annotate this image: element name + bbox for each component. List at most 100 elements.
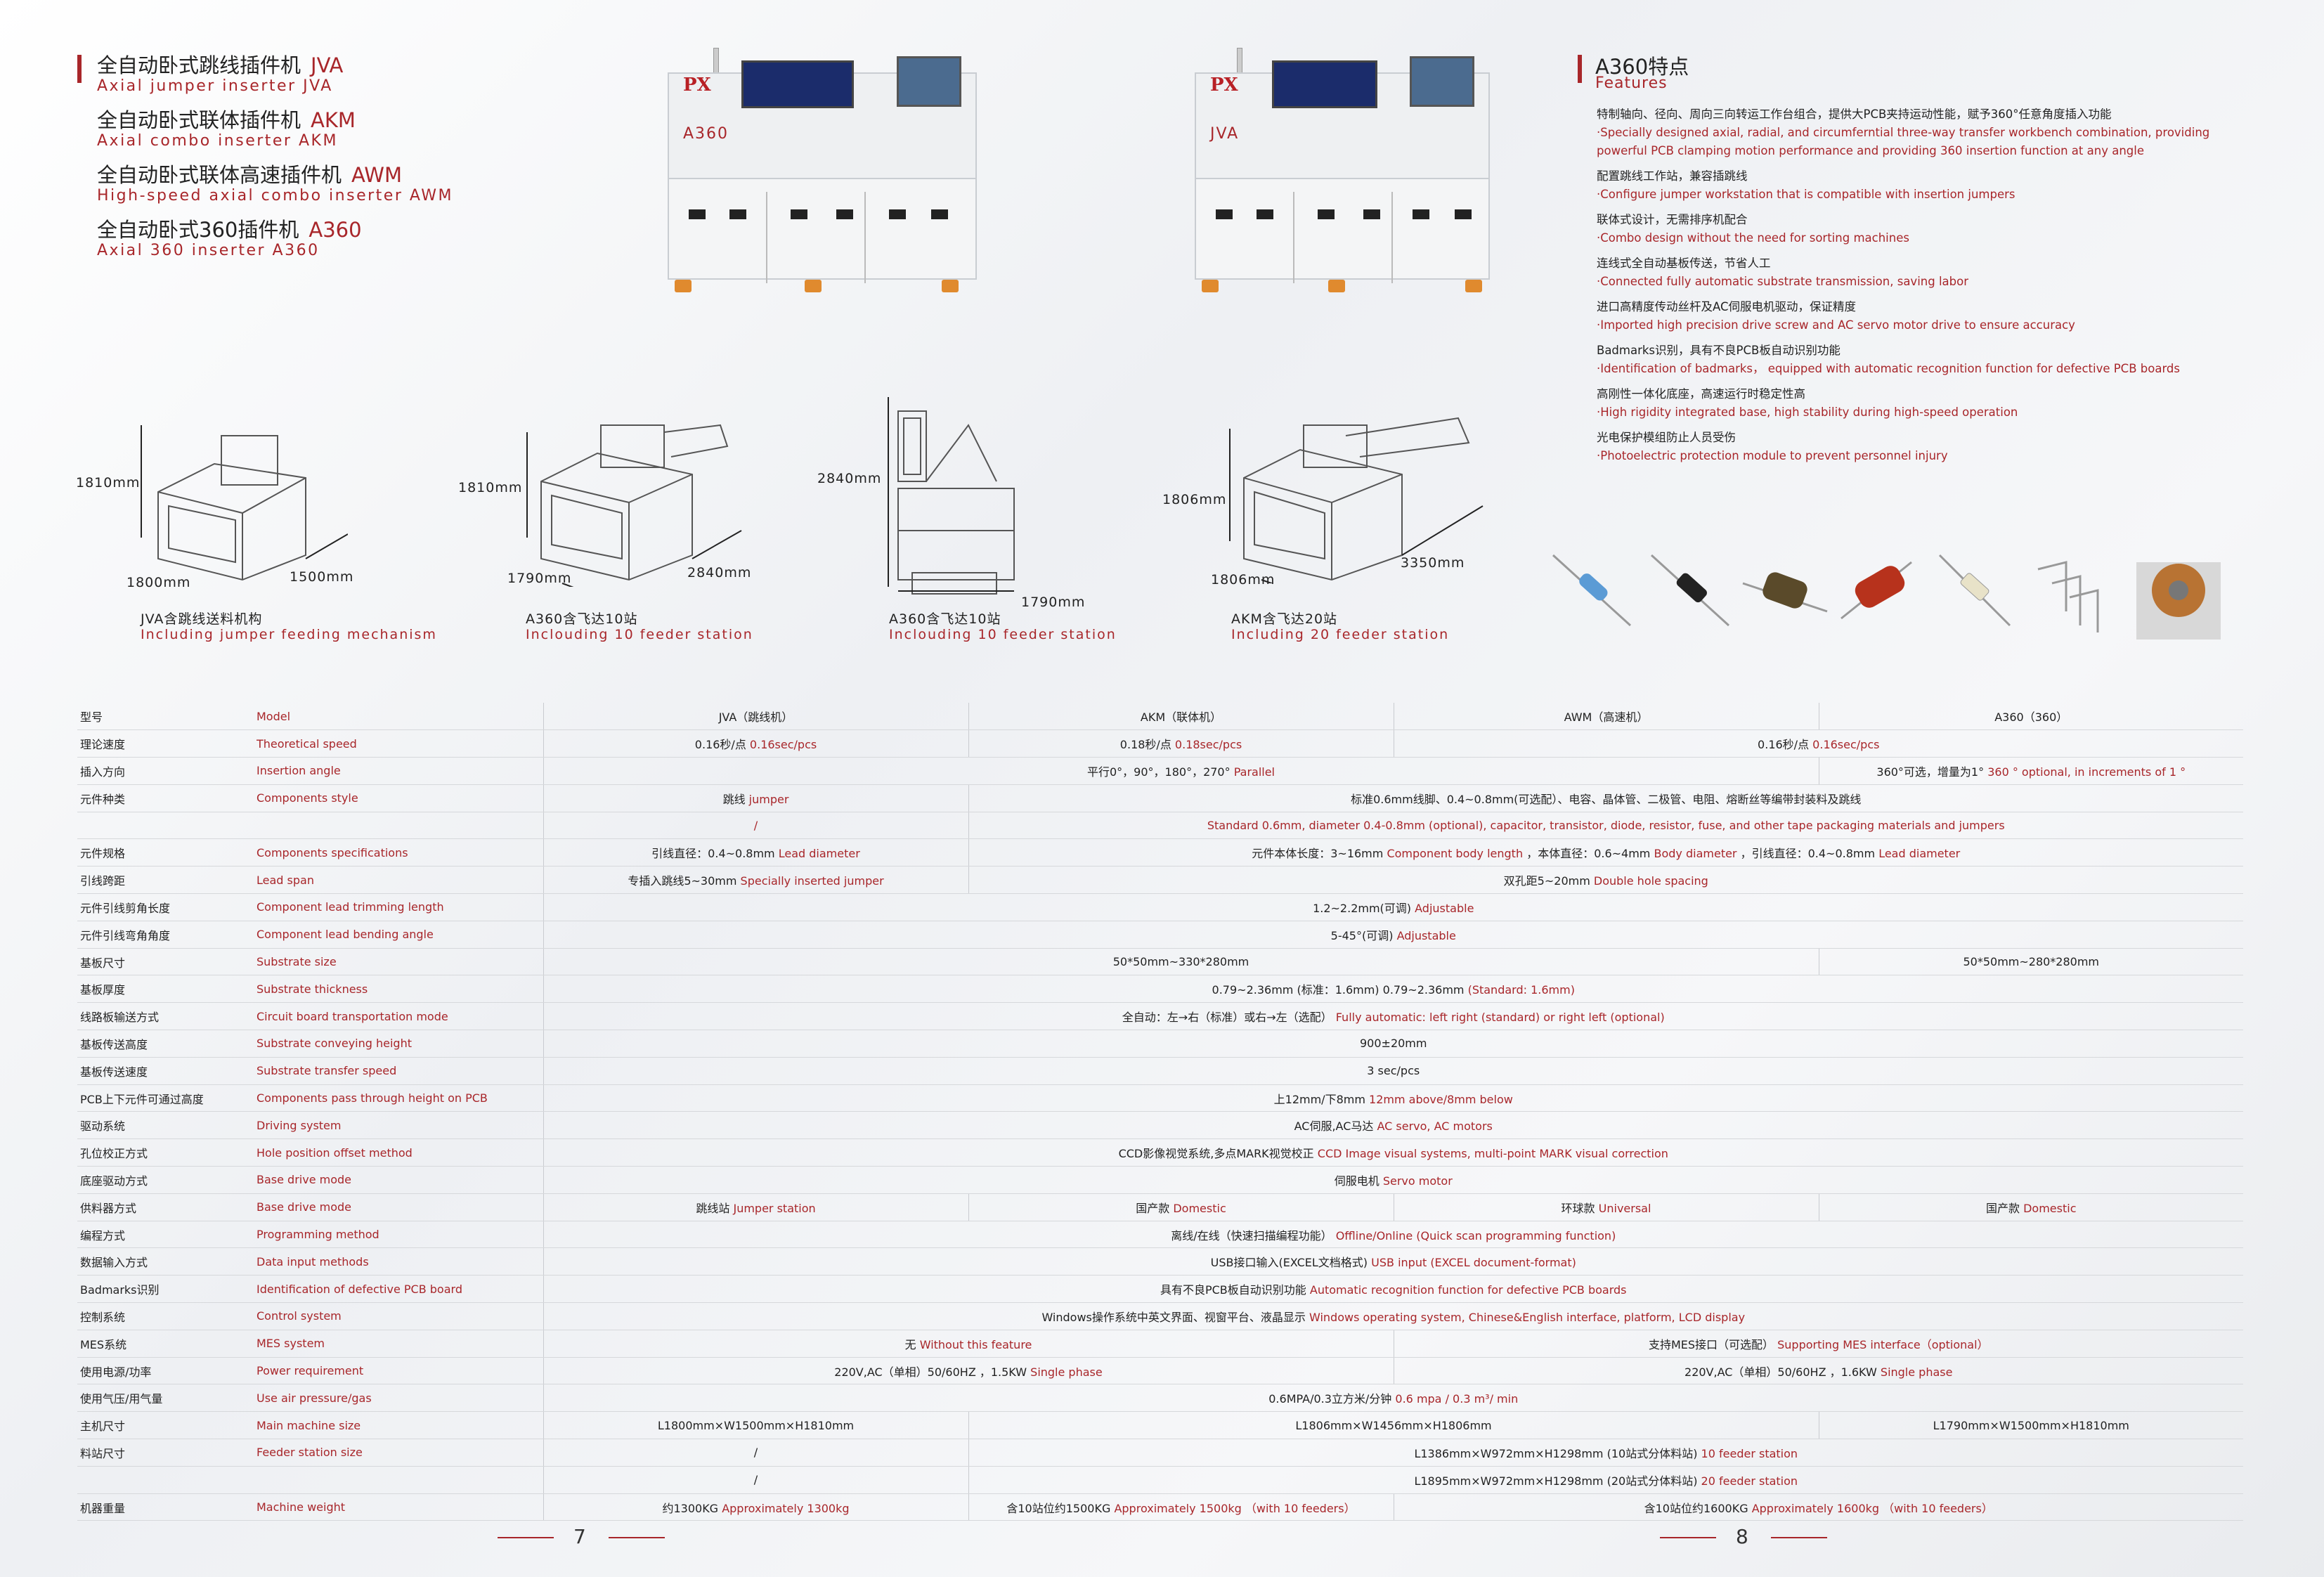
spec-value-cn: L1806mm×W1456mm×H1806mm xyxy=(1295,1418,1492,1432)
spec-value-cell: 具有不良PCB板自动识别功能 Automatic recognition fun… xyxy=(543,1275,2243,1304)
spec-label-cn: 基板传送速度 xyxy=(77,1057,257,1085)
spec-label-en: Model xyxy=(257,703,543,731)
spec-value-cn: L1386mm×W972mm×H1298mm (10站式分体料站) xyxy=(1414,1446,1698,1460)
spec-value-cn: / xyxy=(753,1446,758,1460)
spec-value-cn: 伺服电机 xyxy=(1334,1174,1380,1188)
spec-value-cell: Windows操作系统中英文界面、视窗平台、液晶显示 Windows opera… xyxy=(543,1302,2243,1330)
spec-value-cn: 50*50mm~330*280mm xyxy=(1112,955,1249,969)
machine-model-label: A360 xyxy=(683,125,729,143)
feature-en: ·Specially designed axial, radial, and c… xyxy=(1597,126,2210,157)
jumper-wire-icon xyxy=(2037,561,2099,632)
feature-cn: 高刚性一体化底座，高速运行时稳定性高 xyxy=(1597,387,1805,401)
feature-cn: 配置跳线工作站，兼容插跳线 xyxy=(1597,169,1748,183)
feature-en: ·Imported high precision drive screw and… xyxy=(1597,318,2075,332)
spec-label-en: Substrate transfer speed xyxy=(257,1057,543,1085)
spec-value-cn: 360°可选，增量为1° xyxy=(1876,765,1985,779)
page-number-rule xyxy=(1660,1537,1716,1538)
product-code: AWM xyxy=(351,163,402,187)
spec-model-header: A360（360） xyxy=(1818,703,2243,731)
spec-value-cn: 0.79~2.36mm xyxy=(1382,983,1465,997)
spec-label-en: Component lead trimming length xyxy=(257,893,543,921)
spec-value-cell: 360°可选，增量为1° 360 ° optional, in incremen… xyxy=(1818,757,2243,785)
page-number-right: 8 xyxy=(1736,1525,1748,1548)
features-subtitle: Features xyxy=(1595,74,1668,92)
spec-value-en: Approximately 1500kg （with 10 feeders） xyxy=(1114,1501,1356,1515)
spec-value-cell: / xyxy=(543,1439,968,1467)
spec-label-cn: 供料器方式 xyxy=(77,1193,257,1221)
spec-value-cell: 双孔距5~20mm Double hole spacing xyxy=(968,866,2243,895)
spec-label-cn: 元件规格 xyxy=(77,838,257,867)
product-en: Axial 360 inserter A360 xyxy=(97,242,320,259)
drawing-caption-cn: AKM含飞达20站 xyxy=(1231,611,1338,627)
spec-label-cn: 使用电源/功率 xyxy=(77,1357,257,1385)
spec-value-cn: 离线/在线（快速扫描编程功能） xyxy=(1171,1228,1332,1242)
spec-label-en: Feeder station size xyxy=(257,1439,543,1467)
spec-value-cn: AC伺服,AC马达 xyxy=(1294,1120,1374,1134)
machine-model-label: JVA xyxy=(1210,125,1240,143)
spec-label-en: Hole position offset method xyxy=(257,1138,543,1167)
spec-value-en: Without this feature xyxy=(919,1337,1032,1351)
spec-label-en: Data input methods xyxy=(257,1247,543,1276)
spec-label-en: Machine weight xyxy=(257,1493,543,1521)
spec-value-cn: 3 sec/pcs xyxy=(1367,1064,1420,1078)
spec-value-en: Single phase xyxy=(1880,1365,1953,1379)
spec-value-en: Parallel xyxy=(1233,765,1275,779)
feature-item: 高刚性一体化底座，高速运行时稳定性高·High rigidity integra… xyxy=(1597,385,2215,422)
spec-value-cn: 无 xyxy=(904,1337,916,1351)
spec-label-en: Identification of defective PCB board xyxy=(257,1275,543,1304)
spec-label-cn: 插入方向 xyxy=(77,757,257,785)
spec-value-cn: ，本体直径：0.6~4mm xyxy=(1526,847,1651,861)
feature-item: 连线式全自动基板传送，节省人工·Connected fully automati… xyxy=(1597,254,2215,291)
spec-label-cn: Badmarks识别 xyxy=(77,1275,257,1304)
feature-item: 特制轴向、径向、周向三向转运工作台组合，提供大PCB夹持运动性能，赋予360°任… xyxy=(1597,105,2215,160)
spec-value-cell: L1806mm×W1456mm×H1806mm xyxy=(968,1411,1819,1440)
spec-value-cell: 50*50mm~330*280mm xyxy=(543,948,1819,976)
spec-value-en: Lead diameter xyxy=(778,847,860,861)
spec-value-cn: 0.16秒/点 xyxy=(1758,738,1810,752)
machine-screen xyxy=(1410,56,1474,107)
spec-value-en: Supporting MES interface（optional） xyxy=(1777,1337,1989,1351)
components-illustration xyxy=(1552,554,2221,640)
spec-label-cn: 基板尺寸 xyxy=(77,948,257,976)
spec-value-cell: 跳线 jumper xyxy=(543,784,968,812)
wire-spool-icon xyxy=(2136,562,2221,640)
spec-value-cell: 环球款 Universal xyxy=(1393,1193,1819,1221)
spec-value-en: AC servo, AC motors xyxy=(1377,1120,1493,1134)
feature-item: 配置跳线工作站，兼容插跳线·Configure jumper workstati… xyxy=(1597,167,2215,204)
spec-label-cn: 元件引线弯角角度 xyxy=(77,921,257,949)
spec-value-cell: USB接口输入(EXCEL文档格式) USB input (EXCEL docu… xyxy=(543,1247,2243,1276)
dim-depth: 2840mm xyxy=(687,565,752,580)
spec-value-en: Adjustable xyxy=(1396,928,1456,942)
spec-value-cn: CCD影像视觉系统,多点MARK视觉校正 xyxy=(1118,1147,1314,1161)
feature-item: 进口高精度传动丝杆及AC伺服电机驱动，保证精度 ·Imported high pr… xyxy=(1597,298,2215,335)
feature-cn: 进口高精度传动丝杆及AC伺服电机驱动，保证精度 xyxy=(1597,300,1857,313)
spec-value-cn: 含10站位约1600KG xyxy=(1644,1501,1748,1515)
spec-label-cn: 主机尺寸 xyxy=(77,1411,257,1440)
spec-label-en: Components style xyxy=(257,784,543,812)
machine-window xyxy=(1272,60,1377,108)
spec-label-cn: 理论速度 xyxy=(77,729,257,758)
title-accent-bar xyxy=(77,55,82,83)
px-logo: PX xyxy=(1210,74,1238,96)
spec-model-header: AWM（高速机） xyxy=(1393,703,1819,731)
drawing-caption-en: Inclouding 10 feeder station xyxy=(889,627,1117,642)
spec-value-cell: 上12mm/下8mm 12mm above/8mm below xyxy=(543,1084,2243,1112)
spec-value-en: Body diameter xyxy=(1654,847,1737,861)
spec-value-en: Offline/Online (Quick scan programming f… xyxy=(1335,1228,1616,1242)
spec-value-cell: 国产款 Domestic xyxy=(1818,1193,2243,1221)
